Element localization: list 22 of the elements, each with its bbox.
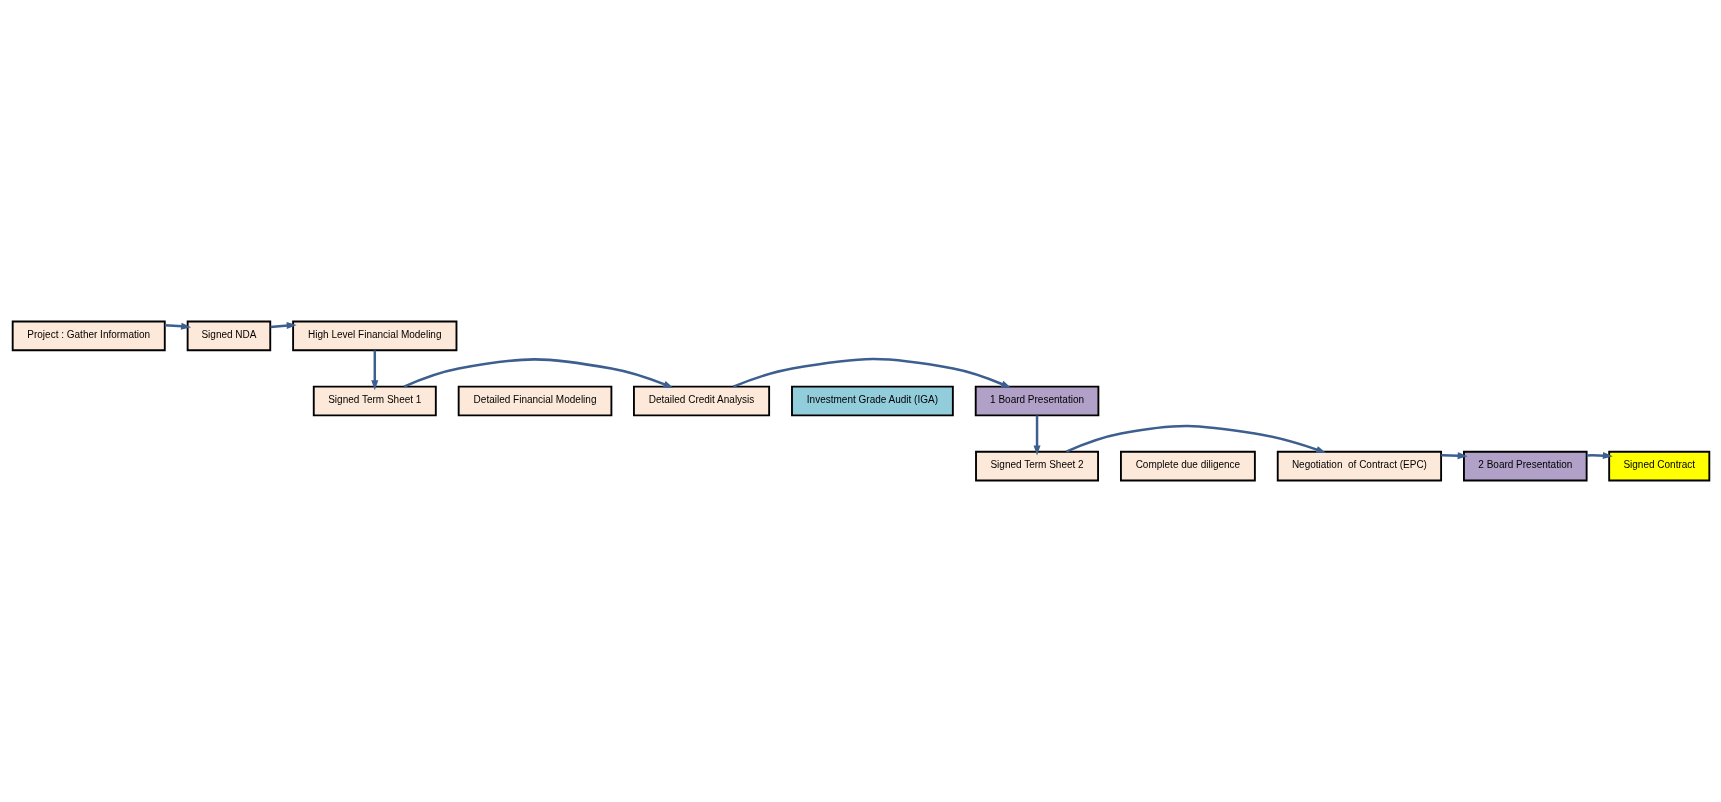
arrow <box>1033 415 1041 456</box>
arrow <box>403 358 673 388</box>
node-box: Project : Gather Information <box>11 320 166 352</box>
arrow <box>1065 424 1326 453</box>
node-box: 1 Board Presentation <box>974 385 1099 417</box>
arrow <box>269 322 297 330</box>
node-box: Complete due diligence <box>1119 450 1256 482</box>
node-box: Signed Term Sheet 2 <box>974 450 1099 482</box>
node-box: Signed NDA <box>186 320 271 352</box>
node-box: Detailed Credit Analysis <box>632 385 770 417</box>
arrow <box>732 357 1011 389</box>
node-box: Detailed Financial Modeling <box>457 385 612 417</box>
node-box: Signed Term Sheet 1 <box>312 385 437 417</box>
node-box: Investment Grade Audit (IGA) <box>790 385 954 417</box>
node-box: High Level Financial Modeling <box>291 320 457 352</box>
arrow <box>1440 452 1468 460</box>
arrow <box>370 350 378 391</box>
arrow <box>164 322 191 330</box>
node-box: 2 Board Presentation <box>1462 450 1588 482</box>
node-box: Negotiation of Contract (EPC) <box>1276 450 1442 482</box>
arrow <box>1586 452 1613 460</box>
node-box: Signed Contract <box>1607 450 1710 482</box>
